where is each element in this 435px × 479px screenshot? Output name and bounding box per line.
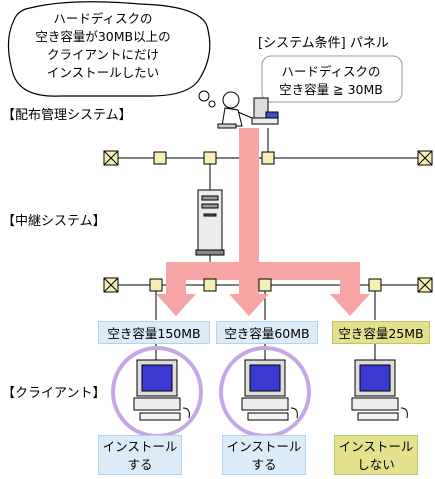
bubble-line: 空き容量が30MB以上の bbox=[35, 29, 171, 44]
bubble-line: ハードディスクの bbox=[53, 11, 153, 26]
capacity-box: 空き容量150MB bbox=[98, 321, 210, 344]
distribution-arrows bbox=[156, 128, 370, 316]
client-computer-icon bbox=[133, 359, 190, 421]
bubble-line: クライアントにだけ bbox=[46, 47, 159, 62]
thought-bubble bbox=[7, 1, 216, 108]
node-icon bbox=[149, 151, 382, 292]
condition-panel bbox=[261, 55, 403, 103]
result-box: インストール する bbox=[98, 435, 182, 475]
terminator-icon bbox=[103, 150, 433, 293]
section-label-client: 【クライアント】 bbox=[2, 386, 106, 401]
result-line: インストール bbox=[226, 439, 302, 454]
client-computer-icon bbox=[241, 359, 298, 421]
capacity-box: 空き容量60MB bbox=[216, 321, 318, 344]
panel-line: ハードディスクの bbox=[281, 64, 381, 79]
result-box: インストール する bbox=[222, 435, 306, 475]
section-label-distribution: 【配布管理システム】 bbox=[2, 108, 132, 123]
panel-line: 空き容量 ≧ 30MB bbox=[279, 82, 383, 97]
admin-person-icon bbox=[217, 91, 279, 129]
client-computer-icon bbox=[351, 359, 408, 421]
panel-title: [システム条件] パネル bbox=[258, 36, 389, 51]
panel-text: ハードディスクの 空き容量 ≧ 30MB bbox=[266, 63, 396, 99]
bubble-line: インストールしたい bbox=[46, 65, 160, 80]
result-line: インストール bbox=[102, 439, 178, 454]
capacity-box: 空き容量25MB bbox=[332, 321, 430, 344]
result-line: する bbox=[251, 457, 277, 472]
relay-server-icon bbox=[195, 189, 225, 256]
result-line: インストール bbox=[338, 439, 414, 454]
result-box: インストール しない bbox=[334, 435, 418, 475]
section-label-relay: 【中継システム】 bbox=[2, 214, 106, 229]
result-line: しない bbox=[357, 457, 395, 472]
bubble-text: ハードディスクの 空き容量が30MB以上の クライアントにだけ インストールした… bbox=[22, 10, 184, 82]
result-line: する bbox=[127, 457, 153, 472]
